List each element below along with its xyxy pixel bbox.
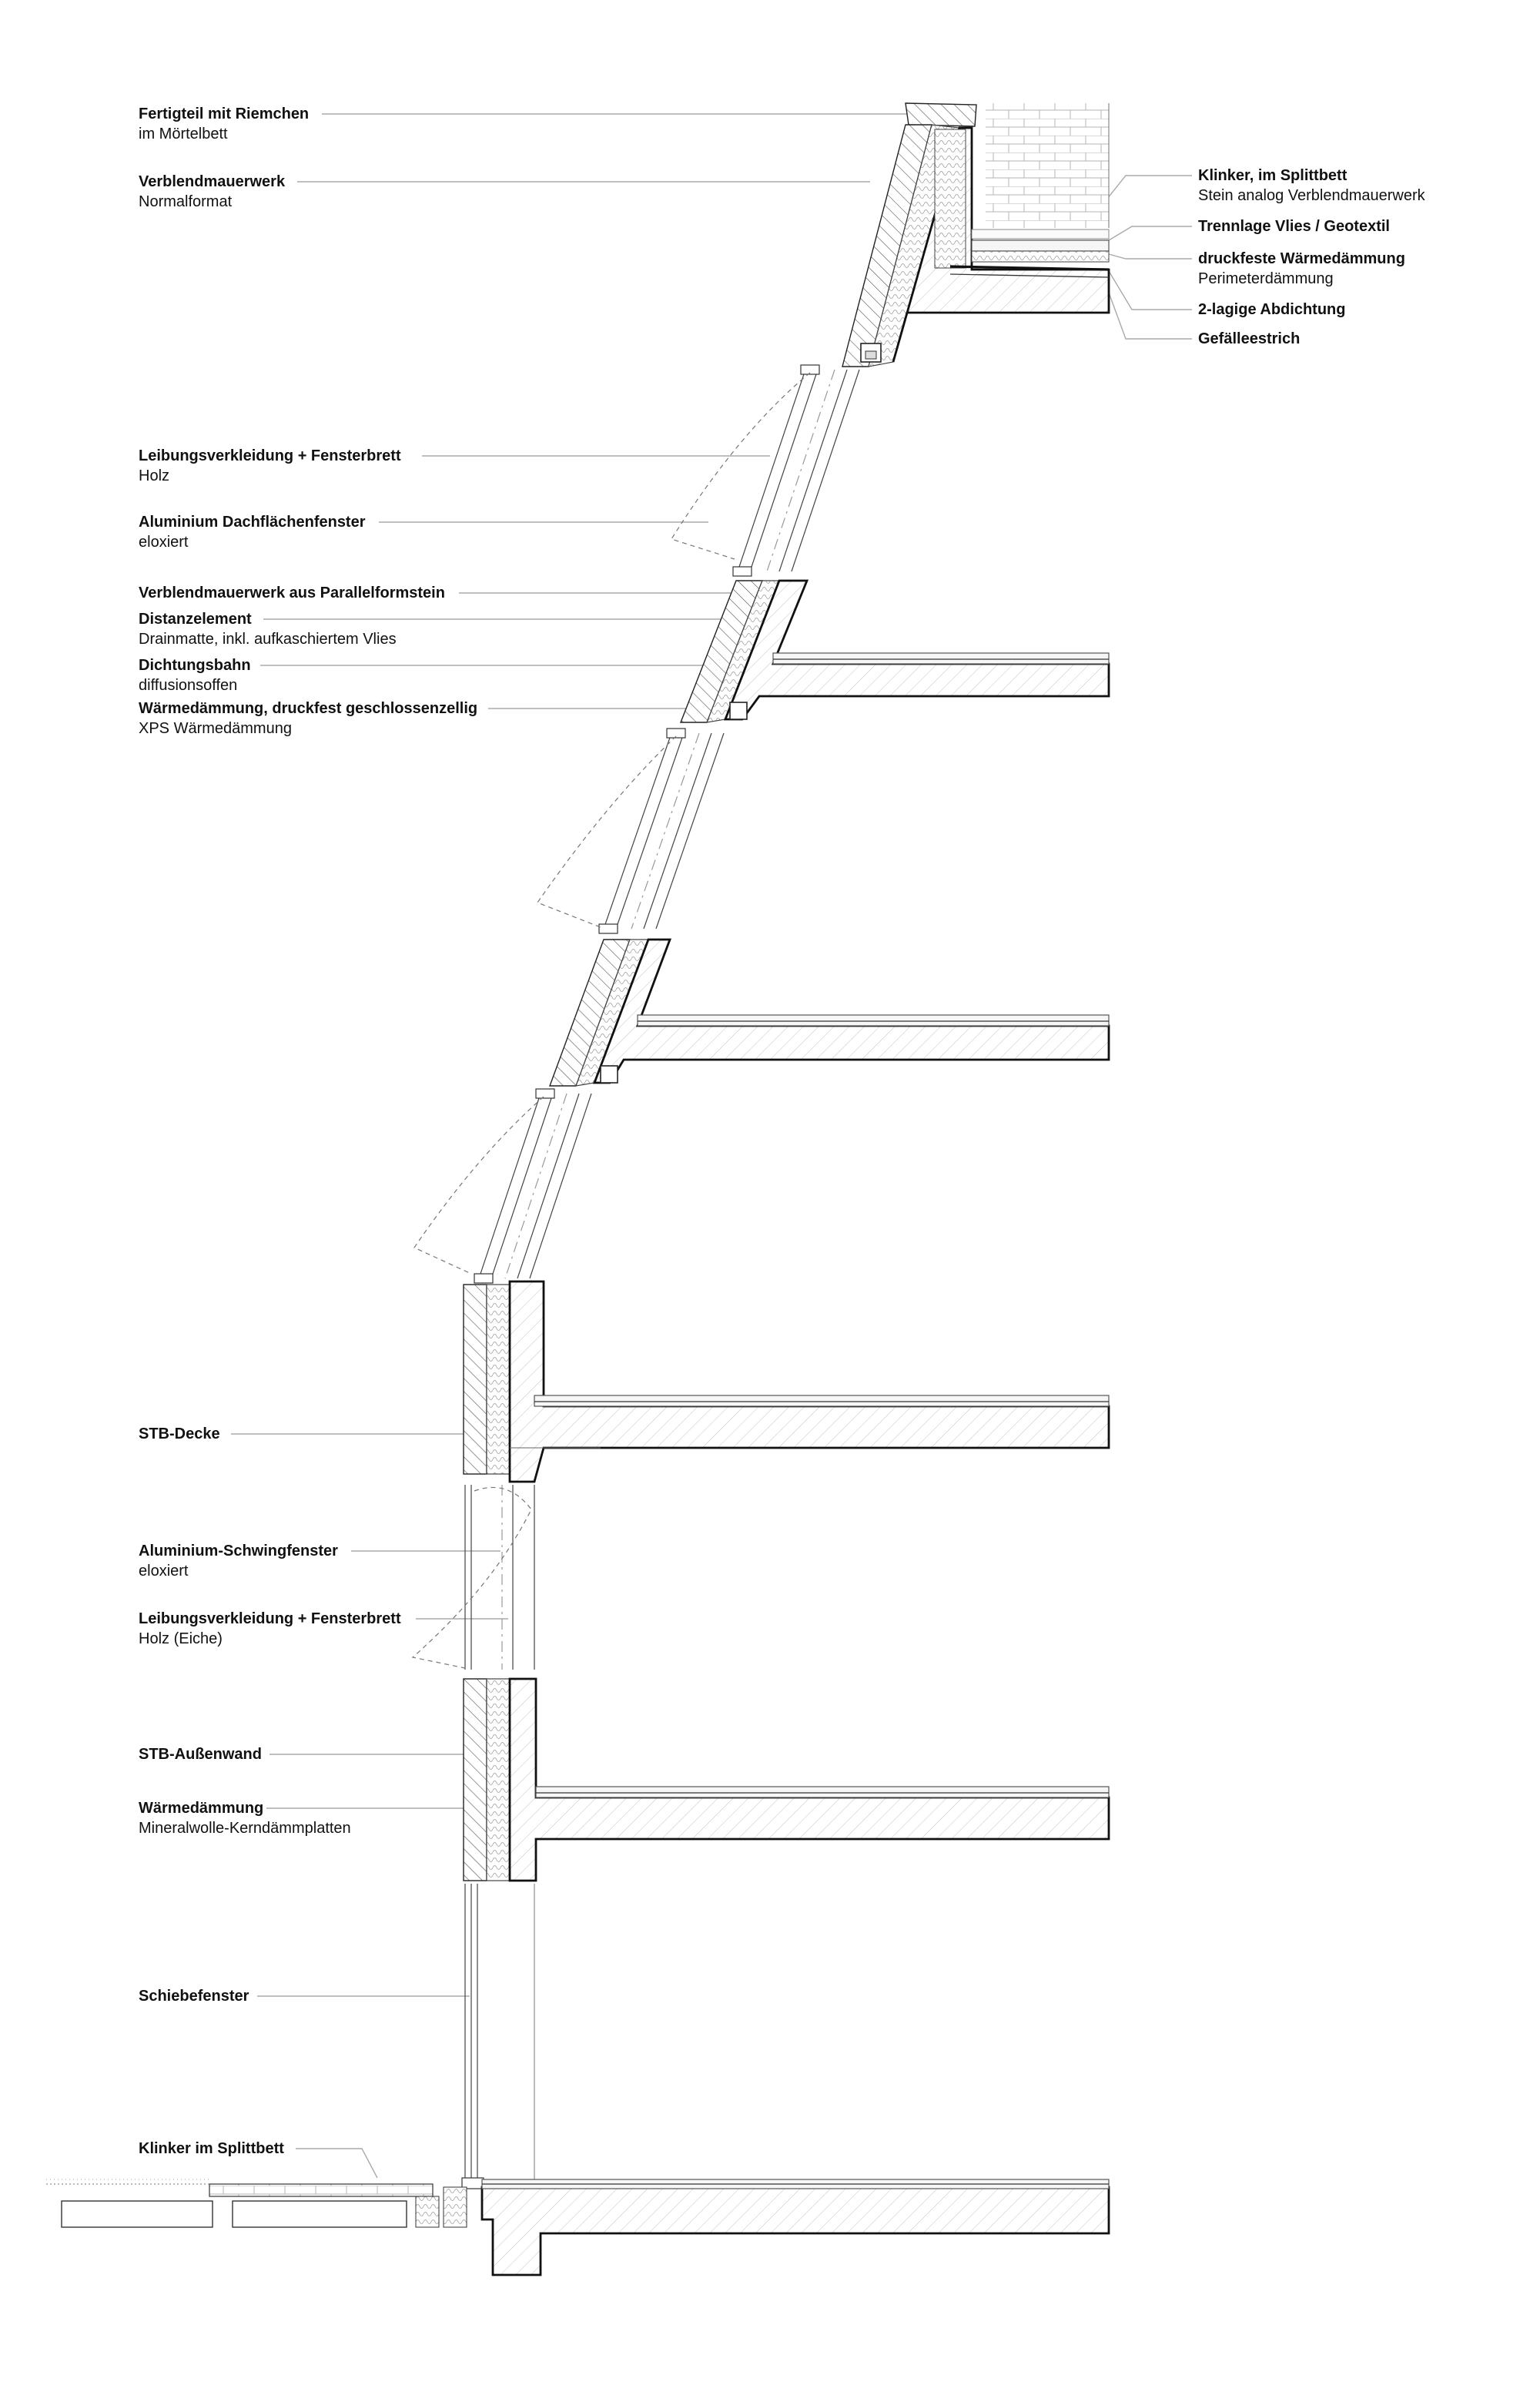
label-waermedaemmung-sub: Mineralwolle-Kerndämmplatten	[139, 1820, 351, 1837]
label-schiebefenster: Schiebefenster	[139, 1988, 249, 2005]
wall-band-middle	[463, 1677, 1110, 1882]
label-stb-decke: STB-Decke	[139, 1425, 220, 1442]
label-distanzelement: Distanzelement	[139, 611, 252, 628]
roof-window-3	[413, 1088, 592, 1284]
label-schwingfenster: Aluminium-Schwingfenster	[139, 1543, 338, 1559]
sloped-band-3	[548, 938, 1110, 1087]
label-abdichtung: 2-lagige Abdichtung	[1198, 301, 1345, 318]
label-leibung-1-sub: Holz	[139, 467, 169, 484]
label-fertigteil-sub: im Mörtelbett	[139, 126, 228, 142]
roof-parapet	[842, 102, 1110, 367]
base-slab	[46, 2179, 1110, 2276]
label-dichtungsbahn: Dichtungsbahn	[139, 657, 251, 674]
label-dachflaechenfenster: Aluminium Dachflächenfenster	[139, 514, 366, 531]
annotations: Fertigteil mit Riemchen im Mörtelbett Ve…	[139, 106, 1426, 2157]
label-fertigteil: Fertigteil mit Riemchen	[139, 106, 309, 122]
roof-window-2	[537, 728, 725, 934]
label-druckfeste-daemmung-sub: Perimeterdämmung	[1198, 270, 1334, 287]
label-distanzelement-sub: Drainmatte, inkl. aufkaschiertem Vlies	[139, 631, 397, 648]
leader-lines	[231, 113, 1192, 2179]
label-schwingfenster-sub: eloxiert	[139, 1563, 189, 1580]
label-klinker-im-splittbett: Klinker im Splittbett	[139, 2140, 284, 2157]
label-verblendmauerwerk: Verblendmauerwerk	[139, 173, 286, 190]
label-verblendmauerwerk-sub: Normalformat	[139, 193, 233, 210]
label-leibung-2: Leibungsverkleidung + Fensterbrett	[139, 1610, 401, 1627]
sloped-band-2	[679, 579, 1110, 723]
label-trennlage: Trennlage Vlies / Geotextil	[1198, 218, 1390, 235]
label-dichtungsbahn-sub: diffusionsoffen	[139, 677, 237, 694]
sliding-window	[461, 1884, 535, 2189]
label-druckfeste-daemmung: druckfeste Wärmedämmung	[1198, 250, 1405, 267]
label-gefaelleestrich: Gefälleestrich	[1198, 330, 1300, 347]
label-klinker-splittbett: Klinker, im Splittbett	[1198, 167, 1348, 184]
label-waermedaemmung: Wärmedämmung	[139, 1800, 263, 1817]
label-xps: Wärmedämmung, druckfest geschlossenzelli…	[139, 700, 477, 717]
swing-window	[411, 1485, 535, 1670]
label-parallelformstein: Verblendmauerwerk aus Parallelformstein	[139, 585, 445, 601]
label-xps-sub: XPS Wärmedämmung	[139, 720, 292, 737]
label-stb-aussenwand: STB-Außenwand	[139, 1746, 262, 1763]
label-leibung-1: Leibungsverkleidung + Fensterbrett	[139, 447, 401, 464]
roof-window-1	[671, 364, 860, 577]
label-dachflaechenfenster-sub: eloxiert	[139, 534, 189, 551]
label-leibung-2-sub: Holz (Eiche)	[139, 1630, 223, 1647]
label-klinker-splittbett-sub: Stein analog Verblendmauerwerk	[1198, 187, 1426, 204]
wall-band-upper	[463, 1280, 1110, 1483]
